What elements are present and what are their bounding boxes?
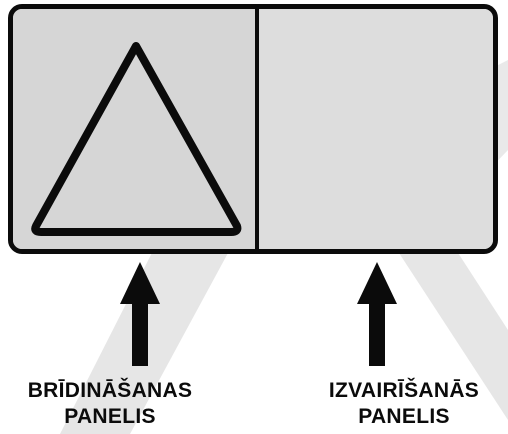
arrow-up-icon-left	[120, 262, 160, 366]
avoidance-panel-label: IZVAIRĪŠANĀS PANELIS	[300, 378, 508, 430]
avoidance-panel-label-line1: IZVAIRĪŠANĀS	[328, 379, 480, 402]
avoidance-panel	[259, 9, 493, 249]
arrow-up-icon-right	[357, 262, 397, 366]
warning-panel-label-line1: BRĪDINĀŠANAS	[27, 379, 193, 402]
warning-panel	[13, 9, 259, 249]
sign-board	[8, 4, 498, 254]
warning-panel-label-line2: PANELIS	[64, 405, 156, 428]
warning-triangle-icon	[31, 42, 242, 236]
avoidance-panel-label-line2: PANELIS	[358, 405, 450, 428]
warning-panel-label: BRĪDINĀŠANAS PANELIS	[0, 378, 220, 430]
